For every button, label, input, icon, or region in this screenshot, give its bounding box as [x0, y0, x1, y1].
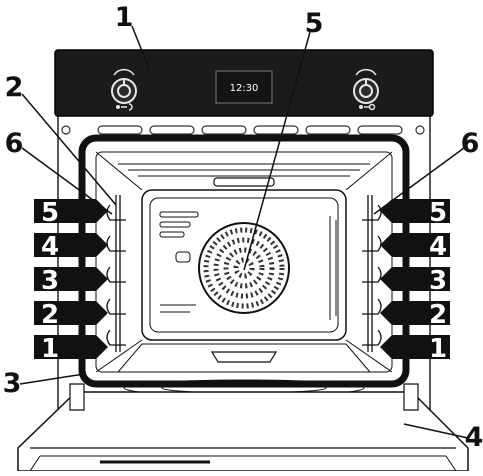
svg-text:2: 2 — [429, 300, 447, 330]
leader-lines — [19, 25, 469, 439]
shelf-runners-left — [106, 195, 126, 352]
clock-time: 12:30 — [230, 83, 259, 94]
shelf-level-label-right: 1 — [380, 334, 450, 364]
temperature-knob — [353, 68, 379, 111]
shelf-level-label-right: 2 — [380, 300, 450, 330]
shelf-labels-right: 5 4 3 2 1 — [380, 198, 450, 364]
svg-text:1: 1 — [429, 334, 447, 364]
callout-fan-cover: 5 — [305, 8, 324, 39]
shelf-level-label-right: 4 — [380, 232, 450, 262]
shelf-labels-left: 5 4 3 2 1 — [34, 198, 108, 364]
shelf-level-label-left: 1 — [34, 334, 108, 364]
svg-text:3: 3 — [41, 266, 59, 296]
callout-wire-rack-left: 6 — [5, 128, 24, 159]
shelf-level-label-right: 3 — [380, 266, 450, 296]
control-panel: 12:30 — [54, 49, 434, 117]
callout-door-seal: 3 — [3, 368, 22, 399]
svg-text:4: 4 — [41, 232, 59, 262]
shelf-runners-right — [362, 195, 382, 352]
oven-door — [17, 383, 469, 472]
callout-door: 4 — [465, 422, 483, 453]
shelf-level-label-right: 5 — [380, 198, 450, 228]
svg-text:5: 5 — [41, 198, 59, 228]
callout-control-panel: 1 — [115, 2, 134, 33]
oven-cavity — [95, 151, 393, 397]
shelf-level-label-left: 3 — [34, 266, 108, 296]
shelf-level-label-left: 4 — [34, 232, 108, 262]
svg-text:5: 5 — [429, 198, 447, 228]
svg-text:3: 3 — [429, 266, 447, 296]
callout-runner-left: 2 — [5, 72, 24, 103]
shelf-level-label-left: 5 — [34, 198, 108, 228]
svg-text:2: 2 — [41, 300, 59, 330]
clock-display: 12:30 — [215, 70, 273, 104]
callout-wire-rack-right: 6 — [461, 128, 480, 159]
function-knob — [111, 68, 137, 111]
shelf-level-label-left: 2 — [34, 300, 108, 330]
svg-text:1: 1 — [41, 334, 59, 364]
svg-text:4: 4 — [429, 232, 447, 262]
vent-slots — [61, 125, 425, 135]
